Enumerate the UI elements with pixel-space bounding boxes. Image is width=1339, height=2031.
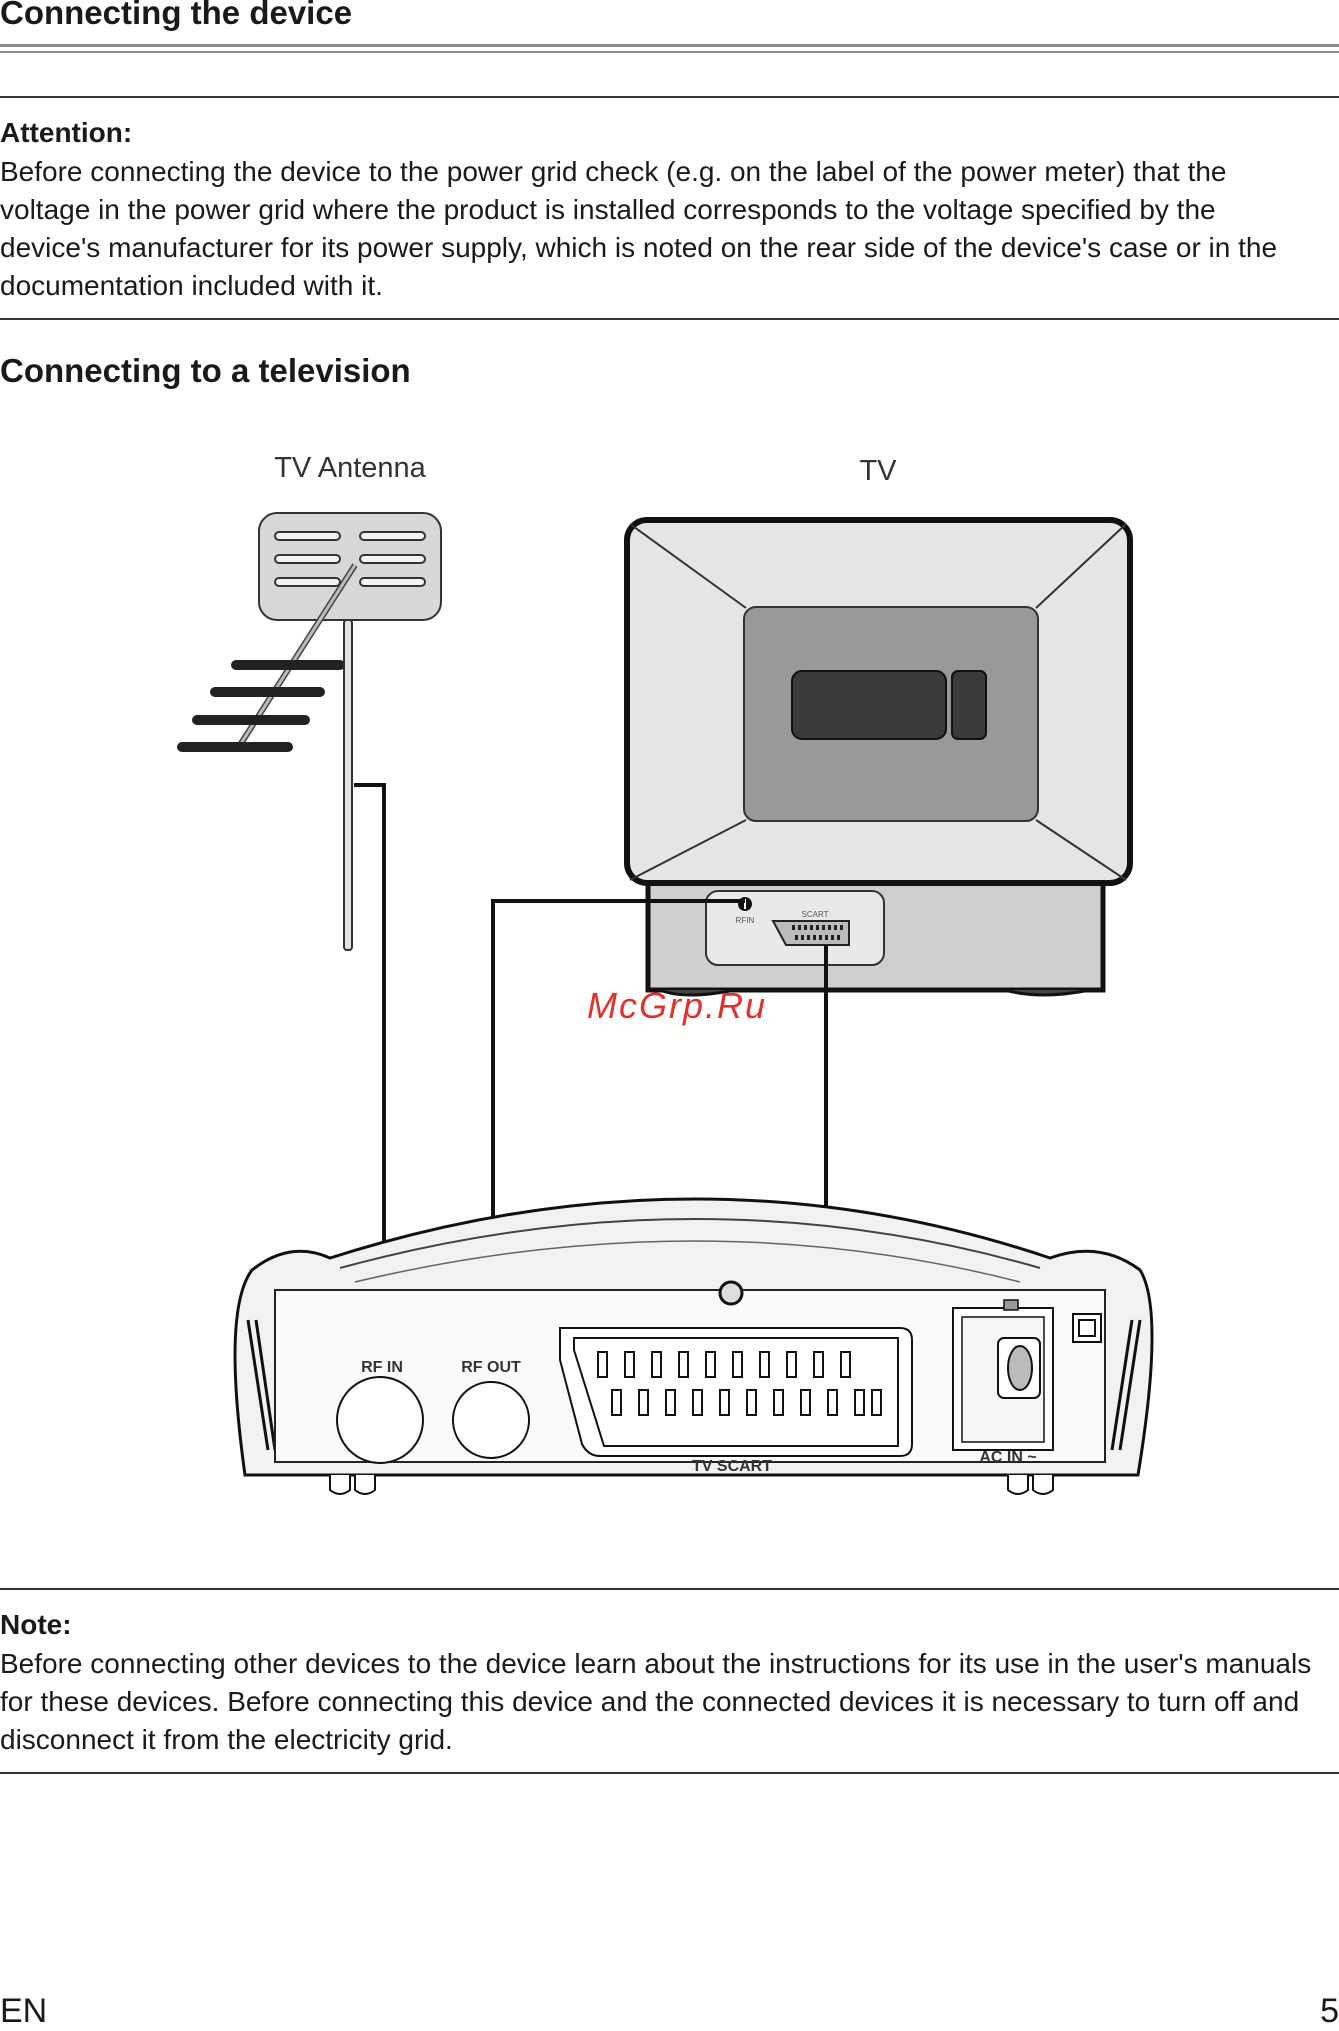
attention-heading: Attention: — [0, 117, 133, 148]
antenna-cable — [354, 783, 386, 1440]
note-top-rule — [0, 1588, 1339, 1590]
rf-out-label: RF OUT — [461, 1359, 521, 1376]
attention-text: Before connecting the device to the powe… — [0, 156, 1278, 301]
footer-language: EN — [0, 1992, 48, 2030]
tv-scart-port-label: TV SCART — [692, 1458, 772, 1475]
tv-scart-label: SCART — [802, 910, 829, 919]
watermark: McGrp.Ru — [587, 985, 767, 1026]
tv-rfin-label: RFIN — [736, 916, 755, 925]
footer-page-number: 5 — [1320, 1992, 1339, 2030]
antenna-icon — [177, 512, 442, 951]
attention-top-rule — [0, 96, 1339, 98]
title-double-rule — [0, 44, 1339, 53]
note-heading: Note: — [0, 1609, 72, 1640]
connection-diagram: TV Antenna TV RFIN SCART — [177, 452, 1154, 1495]
attention-bottom-rule — [0, 318, 1339, 320]
antenna-label: TV Antenna — [274, 452, 426, 484]
receiver-icon: RF IN RF OUT TV SCART AC IN ~ — [233, 1197, 1154, 1495]
tv-icon: RFIN SCART — [624, 517, 1133, 997]
note-text: Before connecting other devices to the d… — [0, 1648, 1312, 1755]
ac-in-label: AC IN ~ — [979, 1449, 1036, 1466]
tv-label: TV — [859, 455, 897, 487]
rf-in-label: RF IN — [361, 1359, 403, 1376]
page-title: Connecting the device — [0, 0, 353, 31]
section-title: Connecting to a television — [0, 352, 411, 389]
note-bottom-rule — [0, 1772, 1339, 1774]
